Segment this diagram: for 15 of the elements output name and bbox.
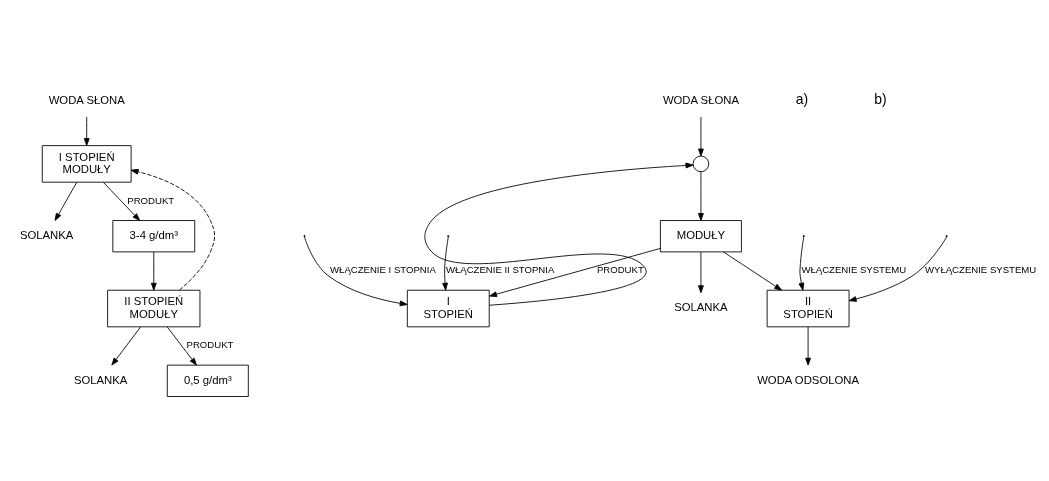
node-text: WODA SŁONA [662, 93, 739, 106]
node-text: WODA SŁONA [48, 93, 125, 106]
edge-label: WŁĄCZENIE SYSTEMU [801, 264, 907, 275]
edge-label: WŁĄCZENIE II STOPNIA [445, 264, 555, 275]
edge-label: PRODUKT [186, 338, 234, 350]
node-text: WODA ODSOLONA [757, 373, 860, 386]
edge-label: WŁĄCZENIE I STOPNIA [330, 264, 436, 275]
node-text: SOLANKA [73, 373, 128, 386]
edge-label: PRODUKT [596, 264, 644, 275]
edge-label: WYŁĄCZENIE SYSTEMU [924, 264, 1037, 275]
label: b) [874, 90, 887, 107]
edge-label: PRODUKT [127, 194, 175, 206]
label: a) [795, 90, 809, 107]
node-text: SOLANKA [674, 300, 728, 313]
node-text: SOLANKA [19, 228, 74, 241]
